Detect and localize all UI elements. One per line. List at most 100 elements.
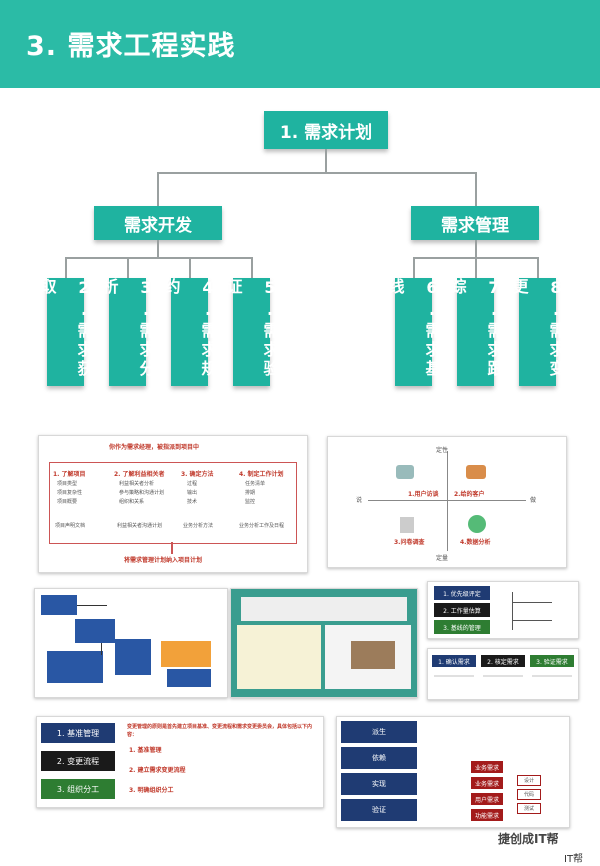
flow-box [167, 669, 211, 687]
flow-line [101, 643, 102, 655]
plan-col-4-note: 业务分析工作及日程 [239, 523, 285, 529]
watermark-brand: 捷创成IT帮 [498, 832, 559, 846]
survey-icon [400, 517, 414, 533]
flow-box [47, 651, 103, 683]
axis-right: 做 [530, 497, 537, 504]
thumbnail-screens [230, 588, 418, 698]
leaf-node-baseline: 6.需求基线 [386, 278, 442, 386]
confirm-step-1: 1. 确认需求 [432, 655, 476, 667]
plan-col-4-item: 排期 [245, 490, 256, 496]
trace-side-3: 测试 [517, 803, 542, 814]
priority-line [512, 620, 552, 621]
thumbnail-trace: 派生 依赖 实现 验证 业务需求 业务需求 用户需求 功能需求 设计 代码 测试 [336, 716, 570, 828]
handshake-icon [466, 465, 486, 479]
plan-footer: 将需求管理计划纳入项目计划 [124, 557, 203, 564]
quadrant-label-3: 3.问卷调查 [394, 539, 425, 546]
plan-col-3-item: 过程 [187, 481, 198, 487]
group-node-dev: 需求开发 [94, 206, 222, 240]
confirm-step-2: 2. 核定需求 [481, 655, 525, 667]
connector [65, 257, 67, 279]
plan-col-2-title: 2. 了解利益相关者 [114, 471, 165, 478]
screen-photo [351, 641, 395, 669]
leaf-node-specification: 4.需求规约 [162, 278, 218, 386]
change-headline: 变更管理的原则是首先建立项目基准、变更流程和需求变更委员会，具体包括以下内容： [127, 724, 313, 738]
leaf-node-change: 8.需求变更 [510, 278, 566, 386]
quadrant-label-2: 2.给的客户 [454, 491, 485, 498]
trace-box-1: 业务需求 [471, 761, 503, 773]
plan-col-2-item: 参与策略和沟通计划 [119, 490, 165, 496]
page-title: 3. 需求工程实践 [26, 31, 236, 62]
thumbnail-flow [34, 588, 228, 698]
priority-step-3: 3. 基线的管理 [434, 620, 490, 634]
plan-col-4-item: 监控 [245, 499, 256, 505]
trace-label-1: 派生 [341, 721, 417, 743]
connector [189, 257, 191, 279]
plan-col-1-item: 项目类型 [57, 481, 78, 487]
connector [475, 172, 477, 208]
leaf-node-elicitation: 2.需求获取 [38, 278, 94, 386]
plan-arrow [171, 542, 173, 554]
plan-col-1-item: 项目概要 [57, 499, 78, 505]
connector [157, 172, 159, 208]
group-node-mgmt: 需求管理 [411, 206, 539, 240]
plan-col-2-note: 利益相关者沟通计划 [117, 523, 163, 529]
thumbnail-confirm: 1. 确认需求 2. 核定需求 3. 验证需求 [427, 648, 579, 700]
confirm-text-line [483, 675, 523, 677]
trace-box-2: 业务需求 [471, 777, 503, 789]
connector [157, 172, 477, 174]
root-node: 1. 需求计划 [264, 111, 388, 149]
screen-panel [237, 625, 321, 689]
leaf-node-validation: 5.需求验证 [224, 278, 280, 386]
plan-col-3-item: 技术 [187, 499, 198, 505]
connector [475, 257, 477, 279]
trace-side-1: 设计 [517, 775, 542, 786]
header-banner [0, 0, 600, 88]
quadrant-label-1: 1.用户访谈 [408, 491, 439, 498]
axis-horizontal [368, 500, 526, 501]
thumbnail-priority: 1. 优先级评定 2. 工作量估算 3. 基线的管理 [427, 581, 579, 639]
plan-col-1-note: 项目声明文档 [55, 523, 86, 529]
flow-box [161, 641, 211, 667]
plan-col-3-note: 业务分析方法 [183, 523, 214, 529]
leaf-node-tracing: 7.需求跟踪 [448, 278, 504, 386]
priority-line [512, 602, 552, 603]
connector [65, 257, 252, 259]
thumbnail-gather: 定性 定量 说 做 1.用户访谈 2.给的客户 3.问卷调查 4.数据分析 [327, 436, 567, 568]
change-point-1: 1. 基准管理 [129, 747, 162, 754]
plan-heading: 你作为需求经理，被指派到项目中 [109, 444, 200, 451]
axis-left: 说 [356, 497, 363, 504]
priority-line [512, 592, 513, 630]
chart-icon [468, 515, 486, 533]
connector [127, 257, 129, 279]
watermark-corner: IT帮 [564, 854, 584, 865]
axis-top: 定性 [436, 447, 449, 454]
screen-panel [241, 597, 407, 621]
plan-col-1-title: 1. 了解项目 [53, 471, 86, 478]
connector [251, 257, 253, 279]
plan-col-2-item: 利益相关者分析 [119, 481, 155, 487]
trace-side-2: 代码 [517, 789, 542, 800]
connector [325, 149, 327, 173]
plan-col-2-item: 组织和关系 [119, 499, 145, 505]
leaf-node-analysis: 3.需求分析 [100, 278, 156, 386]
confirm-text-line [532, 675, 572, 677]
change-point-3: 3. 明确组织分工 [129, 787, 174, 794]
flow-box [41, 595, 77, 615]
change-step-3: 3. 组织分工 [41, 779, 115, 799]
plan-col-4-item: 任务清单 [245, 481, 266, 487]
trace-box-4: 功能需求 [471, 809, 503, 821]
change-point-2: 2. 建立需求变更流程 [129, 767, 186, 774]
flow-line [77, 605, 107, 606]
flow-box [75, 619, 115, 643]
trace-label-2: 依赖 [341, 747, 417, 769]
priority-step-2: 2. 工作量估算 [434, 603, 490, 617]
connector [537, 257, 539, 279]
connector [475, 240, 477, 258]
confirm-text-line [434, 675, 474, 677]
priority-step-1: 1. 优先级评定 [434, 586, 490, 600]
trace-label-4: 验证 [341, 799, 417, 821]
interview-icon [396, 465, 414, 479]
connector [413, 257, 415, 279]
axis-vertical [447, 451, 448, 551]
change-step-2: 2. 变更流程 [41, 751, 115, 771]
